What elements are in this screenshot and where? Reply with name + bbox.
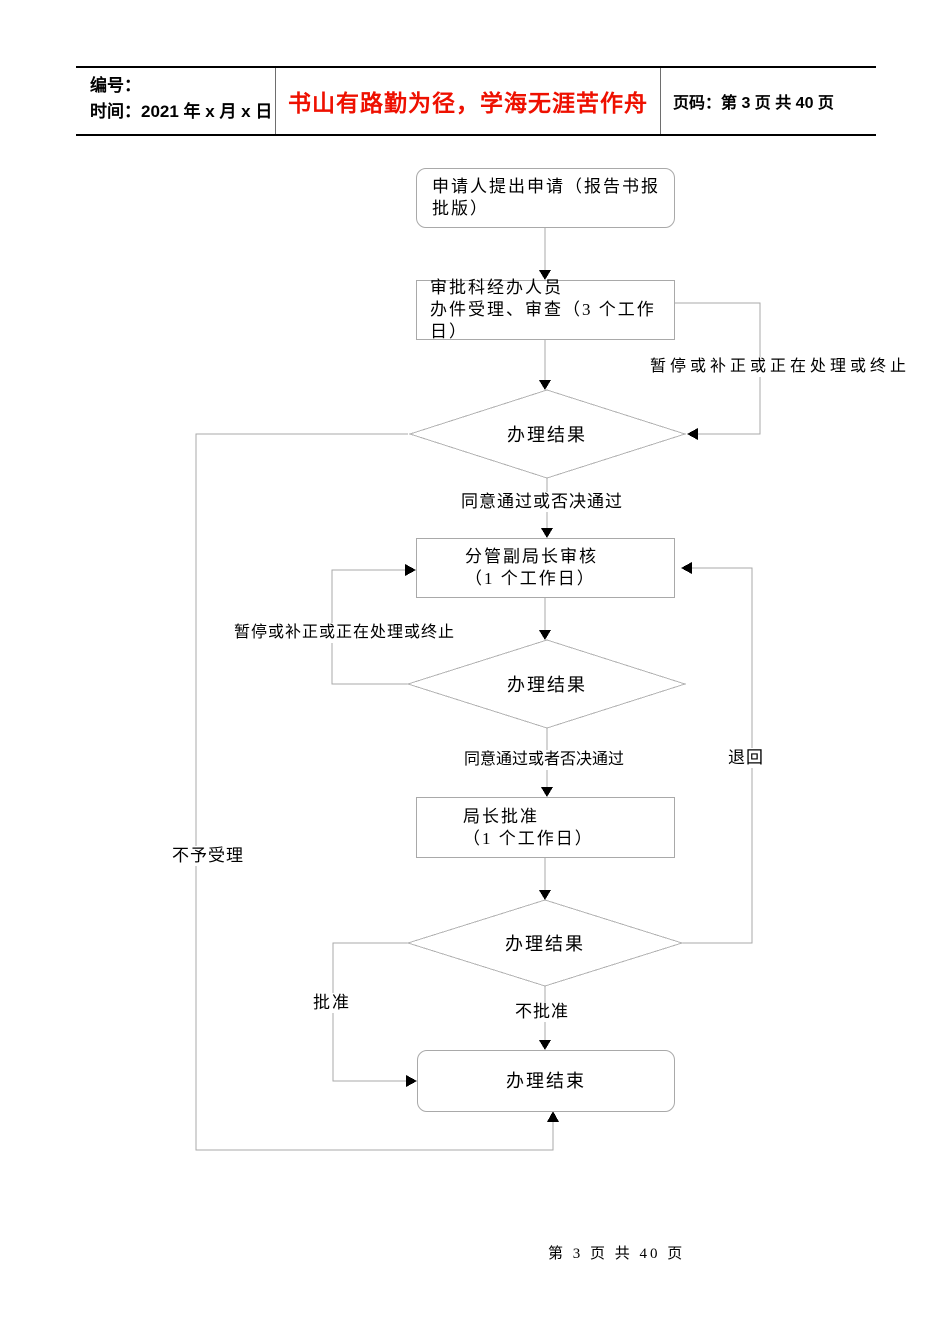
decision3-label: 办理结果	[505, 934, 585, 954]
edge-label-reject: 不予受理	[170, 846, 246, 866]
arrow-up-into-end	[547, 1111, 559, 1122]
header-divider-1	[275, 68, 276, 134]
decision1-label: 办理结果	[507, 425, 587, 445]
arrow-right-into-deputy	[405, 564, 416, 576]
arrow-left-into-deputy	[681, 562, 692, 574]
arrow-down-into-decision2	[539, 630, 551, 640]
footer-page-number: 第 3 页 共 40 页	[548, 1246, 686, 1262]
arrow-right-into-end	[406, 1075, 417, 1087]
header-page-info: 页码：第 3 页 共 40 页	[673, 95, 834, 112]
arrow-down-into-decision1	[539, 380, 551, 390]
flow-connectors	[195, 228, 761, 1151]
header-meta-cell: 编号： 时间：2021 年 x 月 x 日	[76, 68, 275, 134]
header-motto: 书山有路勤为径，学海无涯苦作舟	[288, 90, 648, 116]
arrow-down-into-review	[539, 270, 551, 280]
node-director-approve-line1: 局长批准	[463, 806, 539, 826]
edge-label-approve: 批准	[311, 993, 353, 1013]
decision2-label: 办理结果	[507, 675, 587, 695]
arrow-left-into-decision1	[687, 428, 698, 440]
decision-diamonds	[406, 389, 687, 987]
edge-label-pause-2: 暂停或补正或正在处理或终止	[232, 623, 458, 643]
decision-diamond-3	[406, 899, 684, 987]
node-process-end-label: 办理结束	[506, 1071, 586, 1091]
arrow-down-into-decision3	[539, 890, 551, 900]
node-director-approve: 局长批准 （1 个工作日）	[416, 797, 675, 858]
arrow-down-into-deputy	[541, 528, 553, 538]
flow-arrowheads	[405, 270, 698, 1122]
page-header-table: 编号： 时间：2021 年 x 月 x 日 书山有路勤为径，学海无涯苦作舟 页码…	[76, 66, 876, 136]
node-applicant-submit-line1: 申请人提出申请（报告书报	[432, 177, 660, 196]
arrow-down-into-director	[541, 787, 553, 797]
edge-label-pause-1: 暂停或补正或正在处理或终止	[648, 357, 913, 377]
node-applicant-submit-line2: 批版）	[432, 199, 489, 218]
doc-time-label: 时间：2021 年 x 月 x 日	[90, 102, 273, 121]
node-deputy-director-check: 分管副局长审核 （1 个工作日）	[416, 538, 675, 598]
decision-diamond-2	[406, 639, 687, 729]
node-approval-section-review: 审批科经办人员 办件受理、审查（3 个工作日）	[416, 278, 675, 341]
node-process-end: 办理结束	[417, 1050, 675, 1112]
header-divider-2	[660, 68, 661, 134]
edge-label-disapprove: 不批准	[513, 1002, 571, 1022]
doc-number-label: 编号：	[90, 76, 141, 95]
node-applicant-submit: 申请人提出申请（报告书报 批版）	[416, 168, 675, 228]
node-deputy-director-check-line1: 分管副局长审核	[465, 547, 598, 566]
edge-label-agree-1: 同意通过或否决通过	[459, 492, 625, 512]
decision-diamond-1	[408, 389, 687, 479]
node-director-approve-line2: （1 个工作日）	[463, 828, 594, 848]
edge-label-agree-2: 同意通过或者否决通过	[462, 750, 627, 770]
node-approval-section-review-line2: 办件受理、审查（3 个工作日）	[430, 300, 656, 341]
arrow-down-into-end	[539, 1040, 551, 1050]
edge-label-back: 退回	[726, 748, 766, 768]
node-deputy-director-check-line2: （1 个工作日）	[465, 569, 596, 588]
node-approval-section-review-line1: 审批科经办人员	[430, 278, 563, 297]
